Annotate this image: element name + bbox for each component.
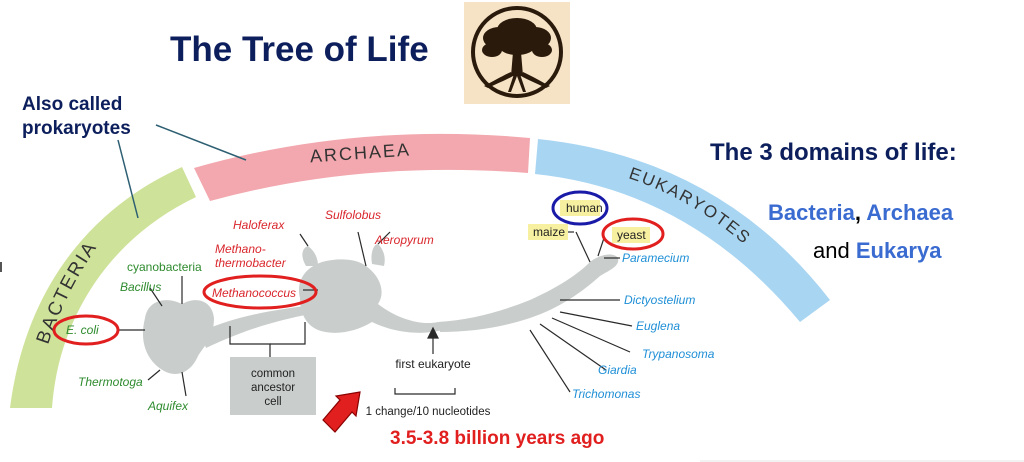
label-sulfolobus: Sulfolobus [325,208,381,222]
bacteria-band [10,167,196,408]
page-title: The Tree of Life [170,30,429,69]
label-first-eukaryote: first eukaryote [395,357,471,371]
tree-of-life-logo [464,2,570,104]
label-ecoli: E. coli [66,323,99,337]
label-maize: maize [533,225,565,239]
label-trichomonas: Trichomonas [572,387,640,401]
red-arrow-icon [322,391,361,433]
domains-heading: The 3 domains of life: [710,139,957,166]
eukaryotes-band [535,139,830,322]
side-note-line-2: prokaryotes [22,118,131,139]
label-paramecium: Paramecium [622,251,689,265]
label-aeropyrum: Aeropyrum [374,233,434,247]
domain-and: and [813,238,850,263]
yeast-highlight-circle [601,217,665,251]
label-dictyostelium: Dictyostelium [624,293,695,307]
phylogenetic-tree [142,244,619,415]
label-giardia: Giardia [598,363,637,377]
domain-eukarya: Eukarya [855,238,942,263]
methanococcus-highlight-circle [202,274,318,310]
human-label-box [560,200,600,216]
ancestor-line-2: ancestor [251,382,295,394]
side-note-line-1: Also called [22,94,123,115]
maize-label-box [528,224,568,240]
note-pointer-archaea [155,124,247,161]
domain-comma: , [854,200,861,225]
scale-bar-label: 1 change/10 nucleotides [366,406,491,418]
label-human: human [566,201,603,215]
label-cyanobacteria: cyanobacteria [127,260,202,274]
label-bacillus: Bacillus [120,280,161,294]
age-caption: 3.5-3.8 billion years ago [390,428,605,449]
ecoli-highlight-circle [52,314,120,346]
note-pointer-bacteria [117,139,139,219]
side-note: Also called prokaryotes [22,93,131,141]
branch-lines [118,231,633,397]
yeast-label-box [612,227,650,243]
label-trypanosoma: Trypanosoma [642,347,715,361]
ancestor-line-1: common [251,368,295,380]
ancestor-line-3: cell [264,396,281,408]
label-methanothermobacter-2: thermobacter [215,256,287,270]
label-thermotoga: Thermotoga [78,375,143,389]
label-aquifex: Aquifex [147,399,189,413]
label-methanococcus: Methanococcus [212,286,296,300]
domains-line-1: Bacteria, Archaea [768,200,953,226]
domains-line-2: and Eukarya [813,238,941,264]
label-methanothermobacter-1: Methano- [215,242,266,256]
human-highlight-circle [551,190,609,226]
label-euglena: Euglena [636,319,680,333]
label-haloferax: Haloferax [233,218,285,232]
label-yeast: yeast [617,228,646,242]
domain-bacteria: Bacteria [768,200,855,225]
archaea-band [194,133,530,201]
domain-archaea: Archaea [866,200,954,225]
